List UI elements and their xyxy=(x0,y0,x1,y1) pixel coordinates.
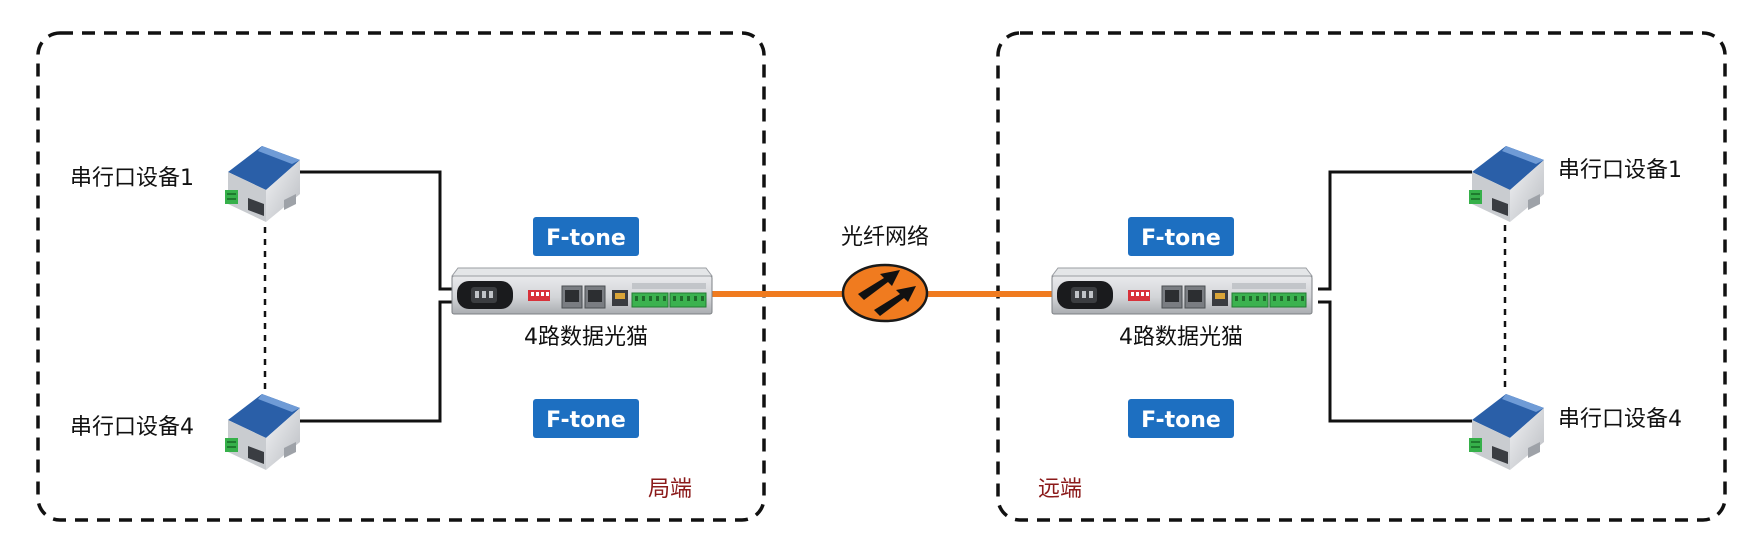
remote-device-4-label: 串行口设备4 xyxy=(1558,407,1682,432)
local-modem-label: 4路数据光猫 xyxy=(524,325,648,350)
local-serial-device-1 xyxy=(225,146,300,222)
remote-data-modem xyxy=(1051,267,1313,315)
remote-cable-device1 xyxy=(1318,170,1472,291)
local-brand-badge-bottom: F-tone xyxy=(533,399,639,438)
local-device-1-label: 串行口设备1 xyxy=(70,166,194,191)
remote-brand-badge-bottom: F-tone xyxy=(1128,399,1234,438)
remote-cable-device4 xyxy=(1318,300,1472,423)
local-cable-device4 xyxy=(300,300,452,423)
remote-brand-badge-top: F-tone xyxy=(1128,217,1234,256)
svg-text:F-tone: F-tone xyxy=(1141,408,1221,433)
remote-site-frame xyxy=(996,31,1727,522)
local-serial-device-4 xyxy=(225,394,300,470)
local-device-4-label: 串行口设备4 xyxy=(70,415,194,440)
local-site-frame xyxy=(36,31,766,522)
svg-text:F-tone: F-tone xyxy=(1141,226,1221,251)
svg-text:F-tone: F-tone xyxy=(546,226,626,251)
remote-site-label: 远端 xyxy=(1038,477,1082,502)
remote-modem-label: 4路数据光猫 xyxy=(1119,325,1243,350)
svg-text:F-tone: F-tone xyxy=(546,408,626,433)
local-cable-device1 xyxy=(300,170,452,291)
local-brand-badge-top: F-tone xyxy=(533,217,639,256)
local-site-label: 局端 xyxy=(648,477,692,502)
fiber-network-label: 光纤网络 xyxy=(841,225,929,250)
remote-serial-device-1 xyxy=(1469,146,1544,222)
local-data-modem xyxy=(451,267,713,315)
fiber-network-arrows-icon xyxy=(841,263,929,323)
remote-device-1-label: 串行口设备1 xyxy=(1558,158,1682,183)
remote-serial-device-4 xyxy=(1469,394,1544,470)
